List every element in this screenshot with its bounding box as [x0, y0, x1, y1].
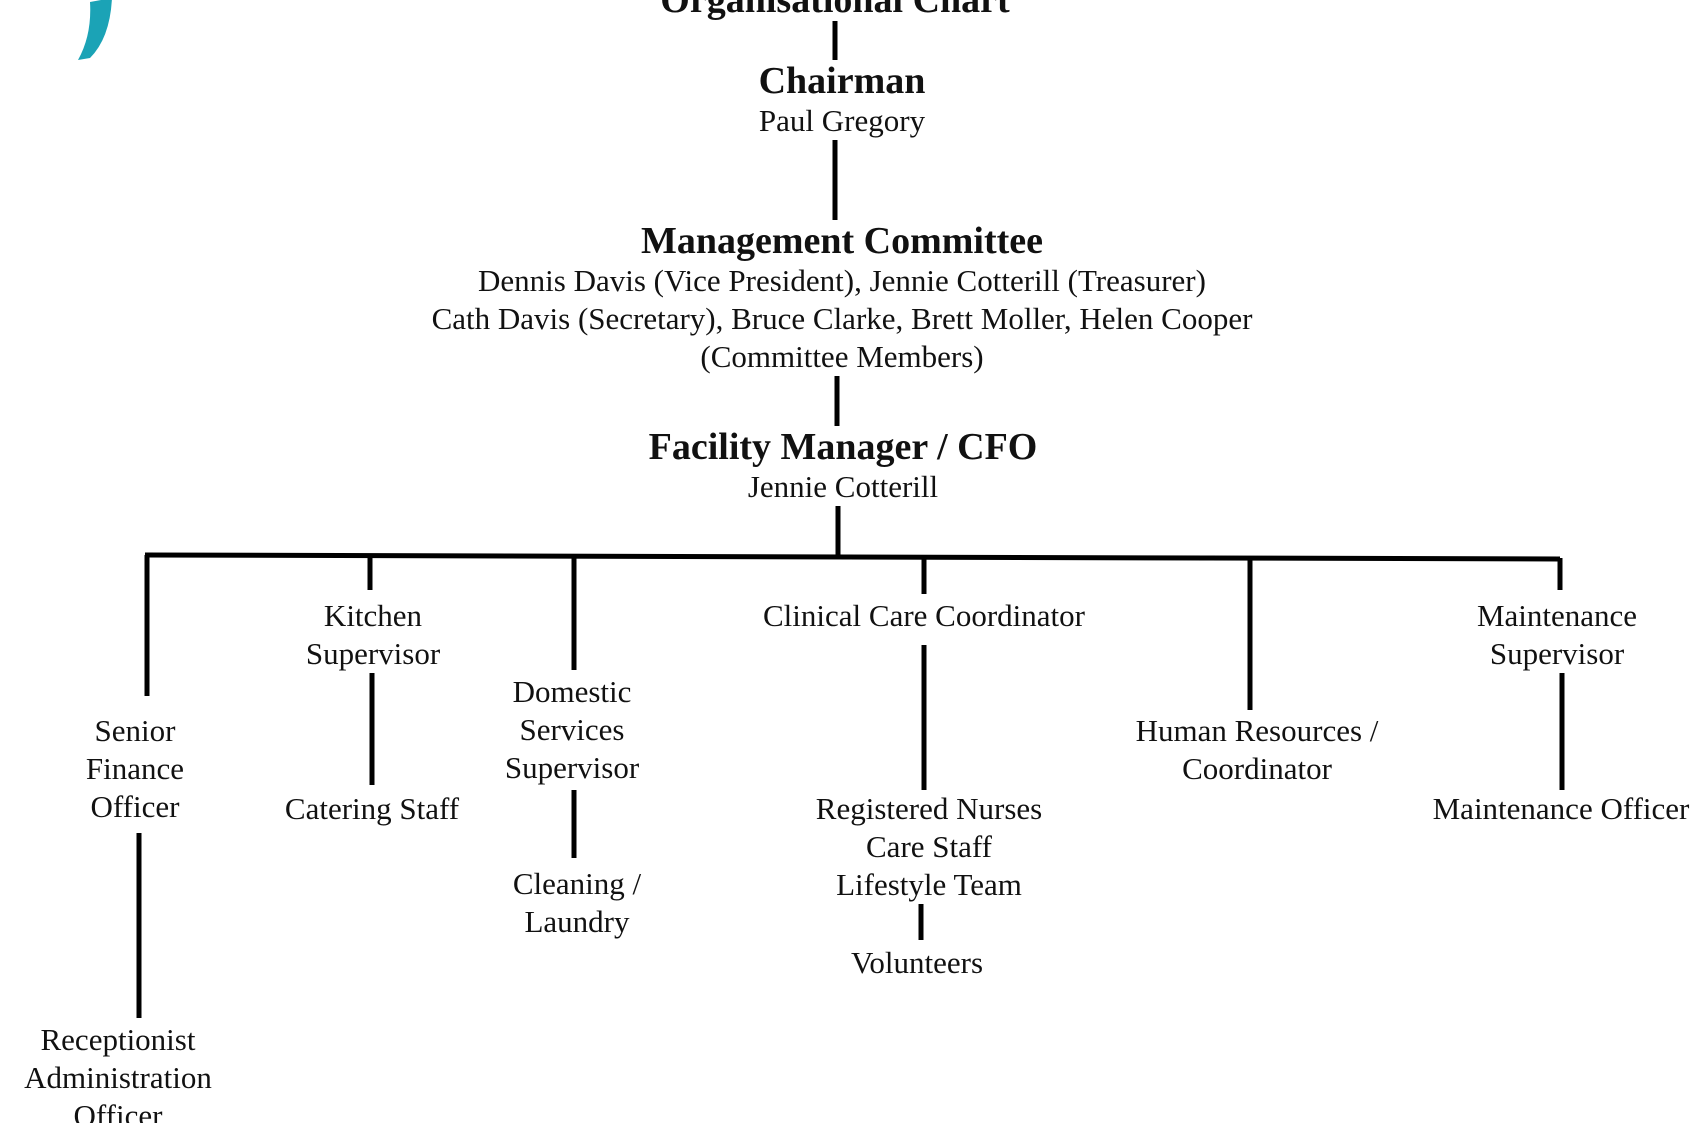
manager-title: Facility Manager / CFO	[648, 426, 1038, 468]
manager-name: Jennie Cotterill	[747, 469, 939, 504]
senior-finance-officer-line: Finance	[85, 751, 185, 786]
maintenance-supervisor-line: Supervisor	[1489, 636, 1625, 671]
domestic-supervisor-line: Services	[519, 712, 625, 747]
volunteers-line: Volunteers	[850, 945, 984, 980]
human-resources-coordinator: Human Resources / Coordinator	[1135, 712, 1379, 788]
clinical-staff-line: Lifestyle Team	[836, 867, 1022, 902]
catering-staff-line: Catering Staff	[284, 791, 460, 826]
senior-finance-officer-line: Officer	[90, 789, 180, 824]
committee-members-line: Dennis Davis (Vice President), Jennie Co…	[478, 263, 1206, 298]
catering-staff: Catering Staff	[284, 790, 460, 828]
kitchen-supervisor-line: Supervisor	[305, 636, 441, 671]
maintenance-supervisor-line: Maintenance	[1476, 598, 1638, 633]
maintenance-officer: Maintenance Officer	[1432, 790, 1690, 828]
cleaning-laundry: Cleaning / Laundry	[512, 865, 642, 941]
kitchen-supervisor-line: Kitchen	[323, 598, 423, 633]
hr-coordinator-line: Coordinator	[1182, 751, 1332, 786]
receptionist-line: Officer	[73, 1098, 163, 1123]
clinical-staff: Registered Nurses Care Staff Lifestyle T…	[815, 790, 1043, 904]
chart-title-text: Organisational Chart	[660, 0, 1010, 21]
logo	[50, 0, 150, 75]
clinical-staff-line: Registered Nurses	[815, 791, 1043, 826]
chairman-box: Chairman Paul Gregory	[758, 60, 926, 140]
cleaning-laundry-line: Laundry	[524, 904, 630, 939]
clinical-care-coordinator: Clinical Care Coordinator	[763, 597, 1085, 635]
domestic-supervisor-line: Supervisor	[504, 750, 640, 785]
committee-title: Management Committee	[640, 220, 1044, 262]
clinical-staff-line: Care Staff	[866, 829, 992, 864]
chairman-name: Paul Gregory	[758, 103, 926, 138]
committee-members-line: Cath Davis (Secretary), Bruce Clarke, Br…	[431, 301, 1253, 336]
senior-finance-officer: Senior Finance Officer	[85, 712, 185, 826]
volunteers: Volunteers	[850, 944, 984, 982]
chairman-title: Chairman	[758, 60, 926, 102]
chart-title: Organisational Chart	[660, 0, 1010, 21]
hr-coordinator-line: Human Resources /	[1135, 713, 1379, 748]
maintenance-supervisor: Maintenance Supervisor	[1476, 597, 1638, 673]
cleaning-laundry-line: Cleaning /	[512, 866, 642, 901]
committee-box: Management Committee Dennis Davis (Vice …	[431, 220, 1253, 376]
receptionist-line: Receptionist	[40, 1022, 196, 1057]
domestic-services-supervisor: Domestic Services Supervisor	[504, 673, 640, 787]
maintenance-officer-line: Maintenance Officer	[1432, 791, 1690, 826]
horizontal-bus	[144, 552, 1561, 562]
receptionist-administration-officer: Receptionist Administration Officer	[24, 1021, 212, 1123]
clinical-coordinator-line: Clinical Care Coordinator	[763, 598, 1085, 633]
senior-finance-officer-line: Senior	[94, 713, 176, 748]
committee-members-line: (Committee Members)	[700, 339, 984, 374]
domestic-supervisor-line: Domestic	[512, 674, 632, 709]
receptionist-line: Administration	[24, 1060, 212, 1095]
kitchen-supervisor: Kitchen Supervisor	[305, 597, 441, 673]
manager-box: Facility Manager / CFO Jennie Cotterill	[648, 426, 1038, 506]
